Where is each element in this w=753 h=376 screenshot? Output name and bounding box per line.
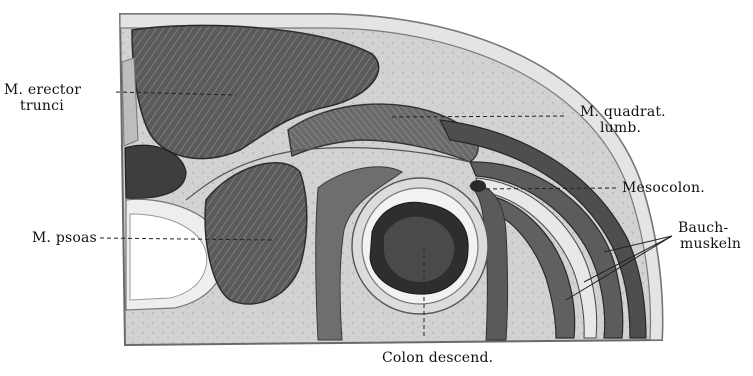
label-mesocolon: Mesocolon. xyxy=(622,180,705,196)
label-bauch-line1: Bauch- xyxy=(678,220,728,236)
label-quadrat-line2: lumb. xyxy=(600,120,641,136)
label-bauch-line2: muskeln xyxy=(680,236,741,252)
label-colon: Colon descend. xyxy=(382,350,493,366)
mesocolon-spot xyxy=(470,180,486,192)
label-psoas: M. psoas xyxy=(32,230,97,246)
colon-descendens xyxy=(352,178,488,314)
label-erector-line2: trunci xyxy=(20,98,64,114)
label-erector-line1: M. erector xyxy=(4,82,81,98)
label-quadrat-line1: M. quadrat. xyxy=(580,104,666,120)
